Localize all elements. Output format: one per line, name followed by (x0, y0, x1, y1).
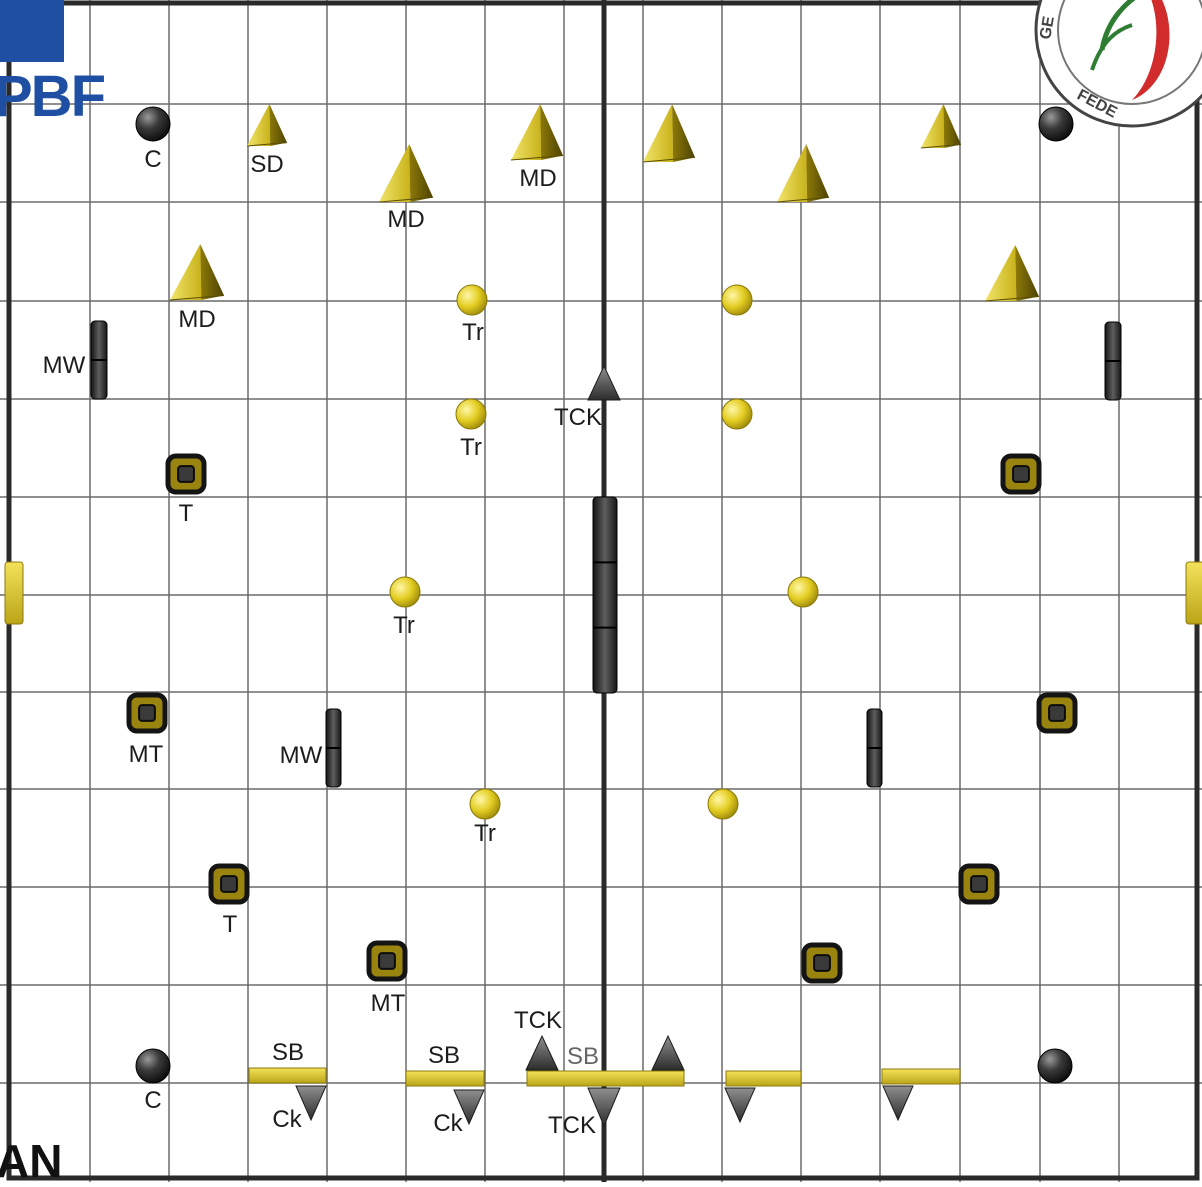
triangle-up-icon (652, 1036, 684, 1070)
pyramid-icon (170, 244, 224, 300)
pyramid-icon (777, 144, 829, 202)
label-tck-bottom-2: TCK (548, 1114, 596, 1138)
ball-icon (390, 577, 420, 607)
wall-icon (1105, 322, 1121, 400)
bar-icon (726, 1071, 801, 1086)
label-ck-2: Ck (433, 1112, 462, 1136)
tire-icon (1003, 456, 1039, 492)
tire-icon (168, 456, 204, 492)
bar-icon (249, 1068, 326, 1083)
triangle-up-icon (588, 366, 620, 400)
label-tr-1: Tr (462, 321, 484, 345)
side-marker-left-icon (5, 562, 23, 624)
label-tr-4: Tr (474, 822, 496, 846)
label-mt-1: MT (129, 743, 164, 767)
ball-icon (470, 789, 500, 819)
cylinder-icon (136, 107, 170, 141)
label-sb-3: SB (567, 1045, 599, 1069)
label-c-bottom: C (144, 1089, 161, 1113)
corner-logo-text: AN (0, 1138, 62, 1184)
federation-seal-logo: GE FEDE (1032, 0, 1202, 130)
tire-icon (804, 945, 840, 981)
label-c-top: C (144, 148, 161, 172)
label-mw-left: MW (43, 354, 86, 378)
wall-icon (867, 709, 882, 787)
label-md-3: MD (178, 308, 215, 332)
logo-left-text: PBF (0, 68, 104, 126)
tire-icon (211, 866, 247, 902)
pyramid-icon (985, 245, 1039, 301)
label-tr-3: Tr (393, 614, 415, 638)
label-mw-mid: MW (280, 744, 323, 768)
ball-icon (722, 399, 752, 429)
label-md-2: MD (519, 167, 556, 191)
ball-icon (457, 285, 487, 315)
pyramid-icon (247, 104, 287, 146)
label-tck-bottom-1: TCK (514, 1009, 562, 1033)
bar-icon (527, 1071, 684, 1086)
pyramid-icon (511, 104, 563, 160)
ball-icon (722, 285, 752, 315)
cylinder-icon (136, 1049, 170, 1083)
tire-icon (1039, 695, 1075, 731)
bar-icon (406, 1071, 484, 1086)
triangle-down-icon (883, 1086, 913, 1120)
pyramid-icon (379, 144, 433, 202)
label-tr-2: Tr (460, 436, 482, 460)
label-t-1: T (179, 502, 194, 526)
label-sd: SD (250, 153, 283, 177)
pyramid-icon (643, 104, 695, 162)
logo-figure-icon (0, 0, 64, 62)
wall-icon (593, 497, 617, 693)
side-marker-right-icon (1186, 562, 1202, 624)
ball-icon (708, 789, 738, 819)
bar-icon (882, 1069, 960, 1084)
pyramid-icon (921, 104, 961, 148)
label-tck-top: TCK (554, 406, 602, 430)
tire-icon (369, 943, 405, 979)
federation-logo-left: PBF (0, 0, 64, 135)
tire-icon (129, 695, 165, 731)
triangle-down-icon (725, 1088, 755, 1122)
triangle-up-icon (526, 1036, 558, 1070)
tire-icon (961, 866, 997, 902)
label-sb-1: SB (272, 1041, 304, 1065)
ball-icon (456, 399, 486, 429)
label-sb-2: SB (428, 1044, 460, 1068)
label-md-1: MD (387, 208, 424, 232)
wall-icon (326, 709, 341, 787)
label-mt-2: MT (371, 992, 406, 1016)
cylinder-icon (1038, 1049, 1072, 1083)
ball-icon (788, 577, 818, 607)
wall-icon (91, 321, 107, 399)
label-t-2: T (223, 913, 238, 937)
label-ck-1: Ck (272, 1108, 301, 1132)
